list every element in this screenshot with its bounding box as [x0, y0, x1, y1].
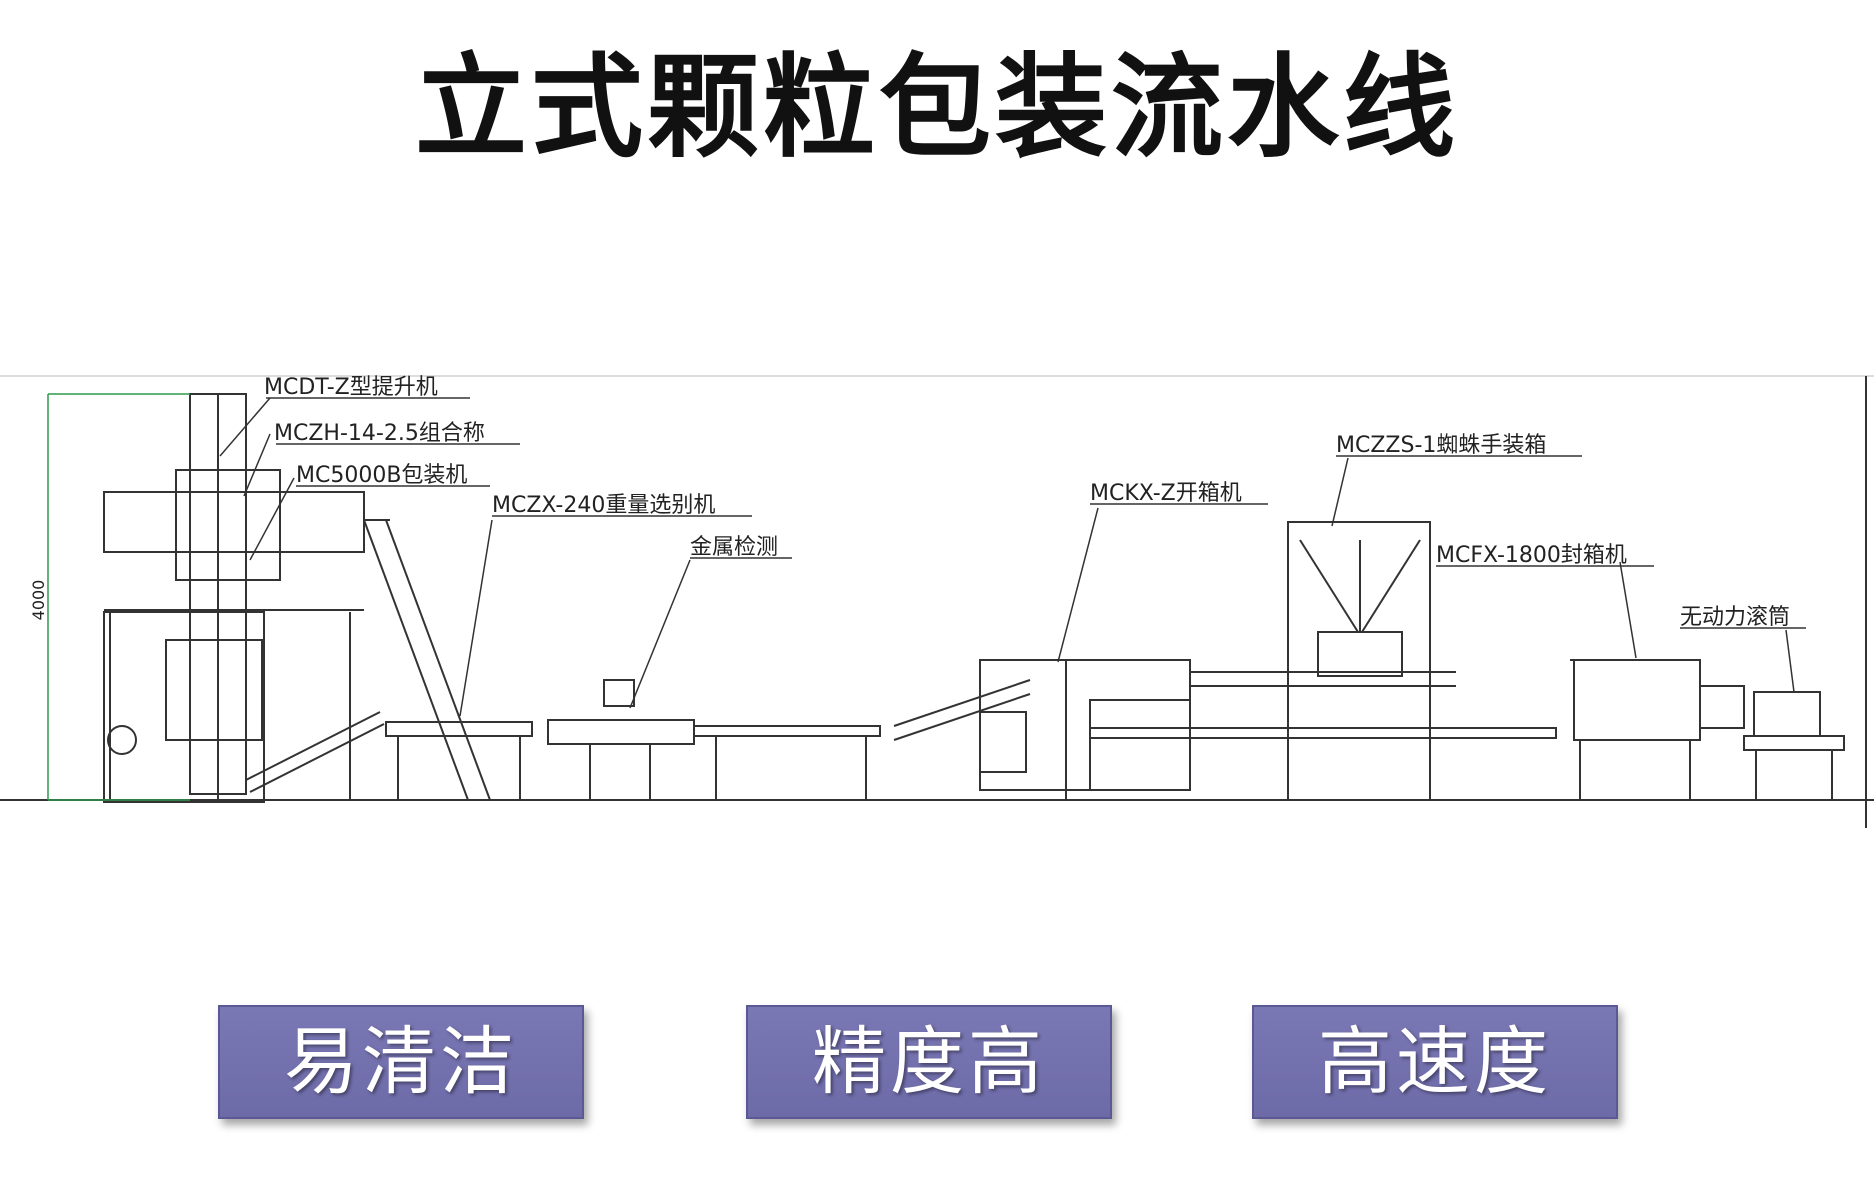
leader-lines [219, 397, 1795, 717]
checkweigher [385, 721, 533, 800]
label-spider-packer: MCZZS-1蜘蛛手装箱 [1336, 433, 1546, 458]
feature-high-speed-button[interactable]: 高速度 [1252, 1005, 1618, 1119]
unpowered-roller [1743, 691, 1845, 800]
case-sealer [1570, 659, 1745, 800]
spider-packer-frame [1287, 521, 1431, 801]
label-weigher: MCZH-14-2.5组合称 [274, 421, 485, 446]
label-elevator: MCDT-Z型提升机 [264, 375, 438, 400]
label-roller: 无动力滚筒 [1680, 605, 1790, 630]
label-metal-detector: 金属检测 [690, 535, 778, 560]
label-packer: MC5000B包装机 [296, 463, 467, 488]
label-checkweigher: MCZX-240重量选别机 [492, 493, 715, 518]
height-dimension [47, 393, 190, 801]
feature-easy-clean-button[interactable]: 易清洁 [218, 1005, 584, 1119]
case-erector [979, 659, 1191, 800]
platform-stair [363, 519, 491, 801]
page-title: 立式颗粒包装流水线 [415, 42, 1459, 173]
metal-detector-unit [547, 679, 695, 800]
case-conveyor [1089, 671, 1557, 739]
transfer-conveyor [693, 725, 881, 800]
feature-high-precision-button[interactable]: 精度高 [746, 1005, 1112, 1119]
takeaway-conveyor [245, 711, 381, 781]
erector-feed-conveyor [893, 679, 1031, 727]
height-dimension-text: 4000 [29, 580, 48, 621]
label-case-sealer: MCFX-1800封箱机 [1436, 543, 1627, 568]
label-underlines [266, 397, 1806, 629]
packer-tower [103, 393, 365, 803]
label-case-erector: MCKX-Z开箱机 [1090, 481, 1242, 506]
